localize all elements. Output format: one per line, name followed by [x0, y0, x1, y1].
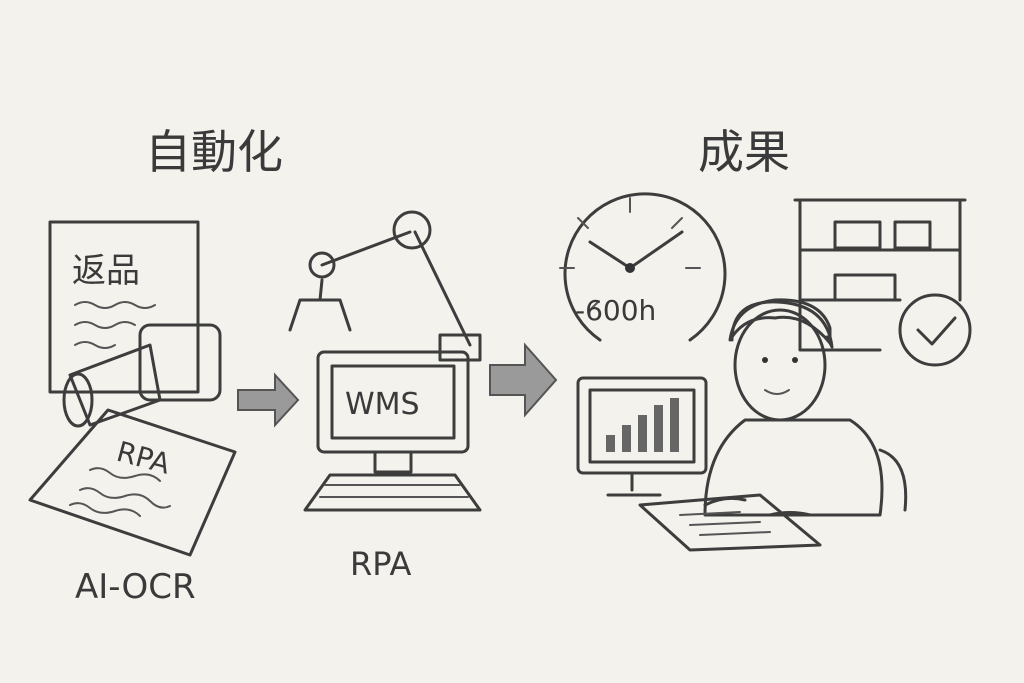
scanned-paper-icon: RPA: [28, 408, 237, 557]
document-title: 返品: [72, 251, 140, 291]
paper-sheet-icon: [638, 493, 822, 552]
wms-computer-icon: WMS: [303, 350, 482, 512]
arrow-right-icon: [489, 342, 558, 418]
return-document-icon: 返品: [48, 220, 200, 394]
ai-ocr-label: AI-OCR: [75, 567, 196, 607]
time-saved: -600h: [575, 294, 656, 327]
warehouse-shelf-icon: [793, 198, 967, 352]
chart-monitor-icon: [576, 376, 708, 497]
rpa-label: RPA: [350, 545, 411, 583]
clock-icon: -600h: [559, 192, 727, 342]
heading-results: 成果: [698, 125, 790, 179]
monitor-text: WMS: [345, 387, 420, 422]
heading-automation: 自動化: [145, 125, 283, 179]
office-worker-illustration: [703, 298, 908, 517]
robot-arm-icon: [288, 210, 482, 362]
ocr-scanner-icon: [62, 323, 222, 428]
check-icon: [898, 293, 972, 367]
arrow-right-icon: [237, 372, 300, 428]
